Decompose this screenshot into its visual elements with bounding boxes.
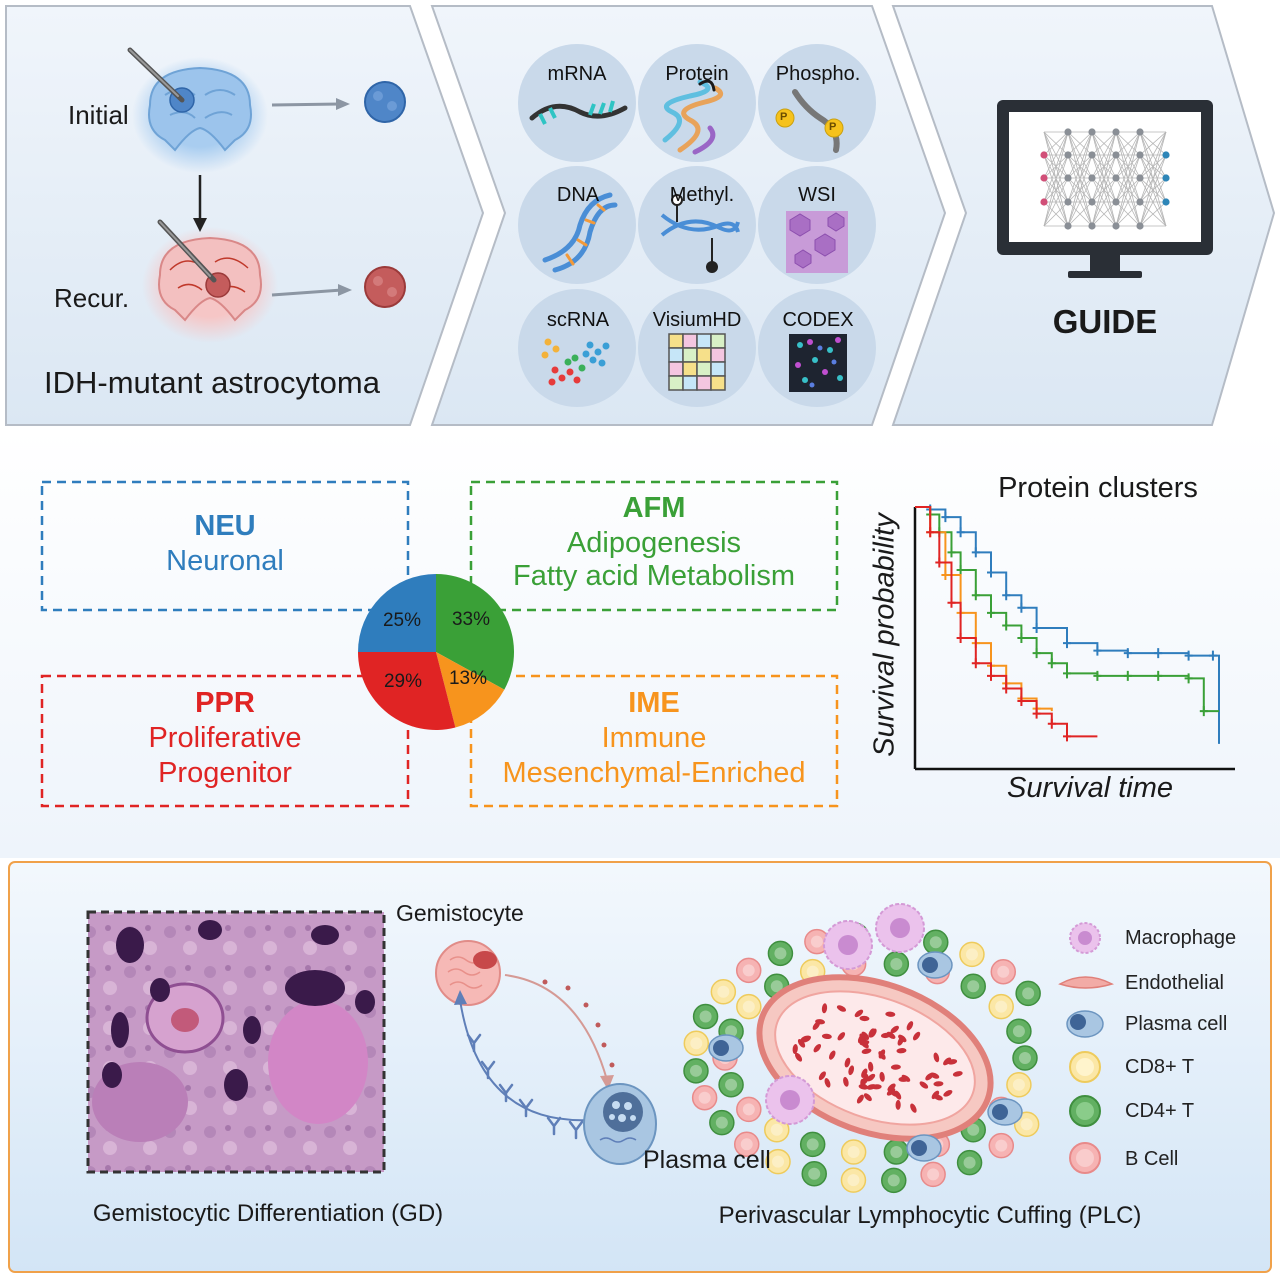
nn-node (1088, 222, 1095, 229)
cluster-ppr-name-2: Progenitor (158, 757, 292, 790)
nn-node (1064, 198, 1071, 205)
cluster-ime-name-2: Mesenchymal-Enriched (502, 757, 805, 790)
recur-label: Recur. (54, 283, 129, 314)
cd8-legend-icon (1070, 1052, 1100, 1082)
pie-label-ime: 13% (449, 668, 487, 690)
omic-label-visiumhd: VisiumHD (653, 309, 742, 332)
gd-caption: Gemistocytic Differentiation (GD) (93, 1200, 443, 1228)
nn-node (1162, 151, 1169, 158)
plasma-cell-label: Plasma cell (643, 1146, 771, 1175)
plasma-legend-icon (1067, 1011, 1103, 1037)
omic-label-scrna: scRNA (547, 309, 609, 332)
cluster-ppr-code: PPR (195, 687, 255, 720)
visiumhd-icon (669, 334, 725, 390)
nn-node (1112, 128, 1119, 135)
nn-node (1112, 174, 1119, 181)
legend-b-cell: B Cell (1125, 1148, 1178, 1171)
nn-node (1162, 198, 1169, 205)
pie-label-ppr: 29% (384, 671, 422, 693)
nn-node (1136, 151, 1143, 158)
legend-cd4-t: CD4+ T (1125, 1100, 1194, 1123)
gemistocyte-label: Gemistocyte (396, 900, 524, 927)
cd4-legend-icon (1070, 1096, 1100, 1126)
omic-label-mrna: mRNA (548, 63, 607, 86)
panel-sampling (6, 6, 483, 425)
cluster-ime-name-1: Immune (602, 722, 707, 755)
gemistocyte-icon (436, 941, 500, 1005)
pie-label-afm: 33% (452, 609, 490, 631)
nn-node (1112, 198, 1119, 205)
nn-node (1088, 151, 1095, 158)
cluster-ime-code: IME (628, 687, 680, 720)
nn-node (1088, 198, 1095, 205)
nn-node (1088, 128, 1095, 135)
red-blood-cell (898, 1077, 908, 1082)
legend-plasma-cell: Plasma cell (1125, 1013, 1227, 1036)
codex-icon (789, 334, 847, 392)
legend-endothelial: Endothelial (1125, 972, 1224, 995)
nn-node (1040, 198, 1047, 205)
cluster-afm-name-1: Adipogenesis (567, 527, 741, 560)
nn-node (1040, 174, 1047, 181)
nn-node (1064, 222, 1071, 229)
recur-sample-icon (365, 267, 405, 307)
nn-node (1162, 174, 1169, 181)
survival-chart-title: Protein clusters (998, 472, 1198, 505)
sample-arrow-initial (272, 104, 340, 105)
legend-macrophage: Macrophage (1125, 927, 1236, 950)
omic-label-dna: DNA (557, 184, 599, 207)
tumor-label: IDH-mutant astrocytoma (44, 365, 380, 401)
omic-label-codex: CODEX (782, 309, 853, 332)
he-histology-image (88, 912, 384, 1172)
plc-caption: Perivascular Lymphocytic Cuffing (PLC) (719, 1202, 1142, 1230)
nn-node (1136, 198, 1143, 205)
nn-node (1136, 222, 1143, 229)
survival-x-label: Survival time (1007, 772, 1173, 805)
bcell-legend-icon (1070, 1143, 1100, 1173)
legend-cd8-t: CD8+ T (1125, 1056, 1194, 1079)
nn-node (1040, 151, 1047, 158)
initial-sample-icon (365, 82, 405, 122)
cluster-ppr-name-1: Proliferative (148, 722, 301, 755)
nn-node (1136, 174, 1143, 181)
initial-label: Initial (68, 100, 129, 131)
nn-node (1064, 128, 1071, 135)
macrophage-legend-icon (1070, 923, 1100, 953)
cluster-neu-name: Neuronal (166, 545, 284, 578)
phospho-marker-2: P (829, 121, 836, 133)
wsi-icon (786, 211, 848, 273)
cluster-pie-chart (358, 574, 514, 730)
nn-node (1136, 128, 1143, 135)
cluster-afm-name-2: Fatty acid Metabolism (513, 560, 795, 593)
cluster-neu-code: NEU (194, 510, 255, 543)
omic-label-wsi: WSI (798, 184, 836, 207)
cluster-afm-code: AFM (623, 492, 686, 525)
nn-node (1088, 174, 1095, 181)
omic-label-protein: Protein (665, 63, 728, 86)
nn-node (1064, 151, 1071, 158)
nn-node (1112, 151, 1119, 158)
survival-y-label: Survival probability (869, 513, 902, 756)
pie-label-neu: 25% (383, 610, 421, 632)
nn-node (1112, 222, 1119, 229)
phospho-marker-1: P (780, 111, 787, 123)
omic-label-phospho: Phospho. (776, 63, 861, 86)
omic-label-methyl: Methyl. (670, 184, 734, 207)
nn-node (1064, 174, 1071, 181)
model-label: GUIDE (1053, 303, 1158, 341)
